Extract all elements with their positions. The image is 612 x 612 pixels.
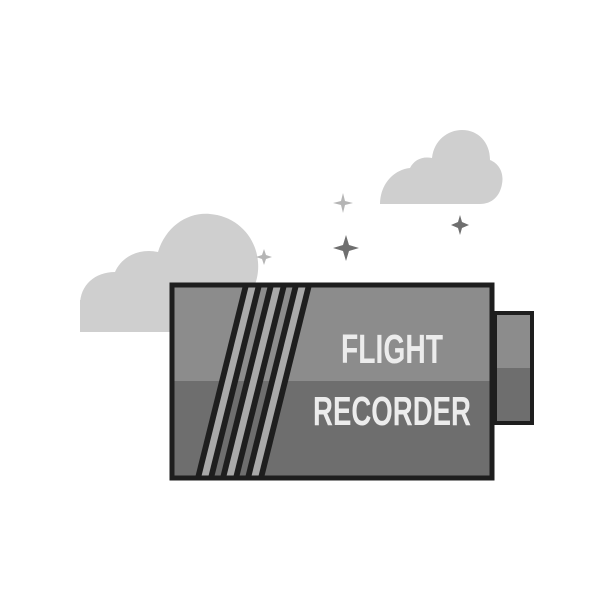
diagonal-stripes xyxy=(195,285,312,478)
sparkle-icon xyxy=(333,193,353,213)
sparkle-icon xyxy=(451,215,469,235)
cloud-icon xyxy=(380,130,503,204)
connector-icon xyxy=(487,311,534,425)
sparkle-icon xyxy=(333,235,359,261)
label-line-2: RECORDER xyxy=(313,388,471,434)
flight-recorder-icon xyxy=(169,282,495,481)
sparkle-icon xyxy=(256,249,272,265)
label-line-1: FLIGHT xyxy=(341,326,443,372)
